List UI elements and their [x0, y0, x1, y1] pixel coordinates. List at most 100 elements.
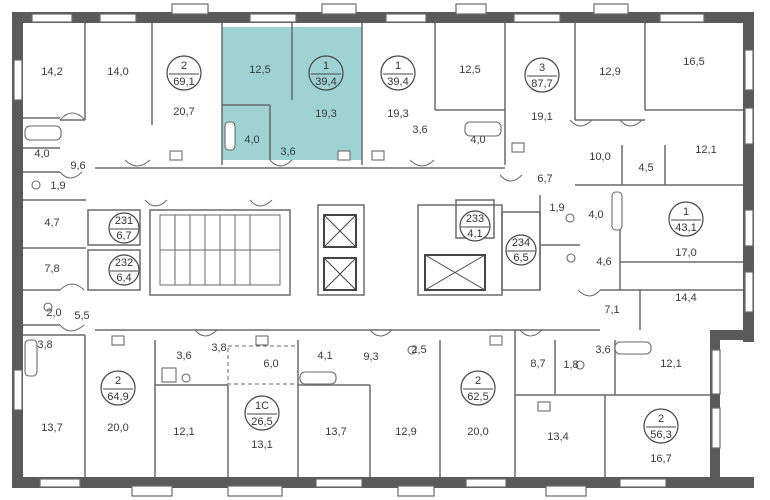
- svg-text:2: 2: [115, 375, 121, 387]
- room-area-label: 13,1: [251, 439, 272, 451]
- elevator-icon: [323, 214, 486, 291]
- room-area-label: 19,1: [531, 111, 552, 123]
- svg-text:1: 1: [323, 60, 329, 72]
- room-area-label: 19,3: [387, 108, 408, 120]
- stair-icon: [159, 214, 281, 286]
- room-area-label: 4,0: [34, 148, 49, 160]
- room-area-label: 3,8: [211, 342, 226, 354]
- room-area-label: 3,8: [37, 339, 52, 351]
- storage-badge[interactable]: 231 6,7: [108, 212, 140, 244]
- apartment-badge[interactable]: 3 87,7: [524, 57, 560, 93]
- svg-text:1С: 1С: [255, 400, 269, 412]
- room-area-label: 4,0: [244, 134, 259, 146]
- room-area-label: 4,5: [638, 162, 653, 174]
- room-area-label: 2,5: [411, 344, 426, 356]
- apartment-badges: 2 69,1 1 39,4 1 39,4 3 87,7 1 43,1: [100, 55, 704, 444]
- svg-text:233: 233: [466, 213, 484, 225]
- svg-text:232: 232: [115, 257, 133, 269]
- storage-badges: 231 6,7 232 6,4 233 4,1 234 6,5: [108, 210, 537, 286]
- room-area-label: 12,1: [660, 358, 681, 370]
- svg-text:2: 2: [475, 375, 481, 387]
- apartment-badge[interactable]: 1 39,4: [380, 55, 416, 91]
- room-area-label: 12,5: [459, 64, 480, 76]
- room-area-label: 12,9: [599, 66, 620, 78]
- room-area-label: 20,0: [107, 422, 128, 434]
- svg-text:2: 2: [181, 60, 187, 72]
- svg-text:1: 1: [395, 60, 401, 72]
- room-area-label: 6,0: [263, 358, 278, 370]
- svg-text:43,1: 43,1: [675, 222, 696, 234]
- svg-text:231: 231: [115, 215, 133, 227]
- room-area-label: 13,7: [325, 426, 346, 438]
- room-area-label: 4,0: [470, 134, 485, 146]
- apartment-badge[interactable]: 2 62,5: [460, 370, 496, 406]
- windows: [13, 3, 754, 497]
- svg-text:56,3: 56,3: [650, 429, 671, 441]
- storage-badge[interactable]: 233 4,1: [459, 210, 491, 242]
- room-area-label: 7,1: [604, 304, 619, 316]
- room-area-label: 19,3: [315, 108, 336, 120]
- svg-text:62,5: 62,5: [467, 391, 488, 403]
- room-area-label: 14,0: [107, 66, 128, 78]
- room-area-label: 17,0: [675, 247, 696, 259]
- room-area-label: 3,6: [280, 146, 295, 158]
- interior-walls: [23, 23, 743, 477]
- room-area-label: 9,3: [363, 351, 378, 363]
- room-area-label: 13,4: [547, 431, 568, 443]
- room-area-label: 4,6: [596, 256, 611, 268]
- apartment-badge[interactable]: 2 56,3: [643, 408, 679, 444]
- room-area-label: 14,2: [41, 66, 62, 78]
- room-area-label: 1,9: [549, 202, 564, 214]
- apartment-badge[interactable]: 1 43,1: [668, 201, 704, 237]
- svg-text:6,5: 6,5: [513, 252, 528, 264]
- svg-text:4,1: 4,1: [467, 228, 482, 240]
- room-area-label: 12,1: [695, 144, 716, 156]
- svg-text:3: 3: [539, 62, 545, 74]
- room-area-label: 20,7: [173, 106, 194, 118]
- room-area-label: 3,6: [176, 350, 191, 362]
- room-area-label: 2,0: [46, 307, 61, 319]
- apartment-badge[interactable]: 1 39,4: [308, 55, 344, 91]
- room-area-label: 12,1: [173, 426, 194, 438]
- room-area-label: 6,7: [537, 173, 552, 185]
- room-area-label: 3,6: [412, 124, 427, 136]
- storage-badge[interactable]: 234 6,5: [505, 234, 537, 266]
- room-area-label: 12,5: [249, 64, 270, 76]
- room-area-label: 4,7: [44, 217, 59, 229]
- room-area-label: 20,0: [467, 426, 488, 438]
- room-area-label: 8,7: [530, 358, 545, 370]
- room-area-label: 14,4: [675, 292, 696, 304]
- room-area-label: 13,7: [41, 422, 62, 434]
- svg-text:1: 1: [683, 206, 689, 218]
- sink-icon: [111, 142, 551, 412]
- room-area-label: 1,9: [50, 180, 65, 192]
- apartment-badge[interactable]: 2 64,9: [100, 370, 136, 406]
- room-area-label: 7,8: [44, 263, 59, 275]
- room-area-label: 1,8: [563, 359, 578, 371]
- svg-text:64,9: 64,9: [107, 391, 128, 403]
- svg-text:87,7: 87,7: [531, 78, 552, 90]
- door-swings: [59, 112, 643, 337]
- svg-text:69,1: 69,1: [173, 76, 194, 88]
- room-area-label: 3,6: [595, 344, 610, 356]
- svg-text:6,7: 6,7: [116, 230, 131, 242]
- room-area-label: 9,6: [70, 160, 85, 172]
- svg-text:234: 234: [512, 237, 530, 249]
- svg-text:2: 2: [658, 413, 664, 425]
- studio-partition: [227, 345, 299, 385]
- svg-text:26,5: 26,5: [251, 416, 272, 428]
- room-area-label: 12,9: [395, 426, 416, 438]
- svg-text:39,4: 39,4: [315, 76, 336, 88]
- room-area-label: 4,1: [317, 350, 332, 362]
- apartment-badge[interactable]: 2 69,1: [166, 55, 202, 91]
- svg-text:39,4: 39,4: [387, 76, 408, 88]
- apartment-badge[interactable]: 1С 26,5: [244, 395, 280, 431]
- room-area-label: 16,5: [683, 56, 704, 68]
- room-area-label: 4,0: [588, 209, 603, 221]
- storage-badge[interactable]: 232 6,4: [108, 254, 140, 286]
- toilet-icon: [31, 180, 585, 383]
- room-area-labels: 14,2 14,0 20,7 12,5 19,3 4,0 3,6 19,3 12…: [34, 56, 716, 465]
- bathtub-icon: [24, 121, 652, 385]
- room-area-label: 16,7: [650, 453, 671, 465]
